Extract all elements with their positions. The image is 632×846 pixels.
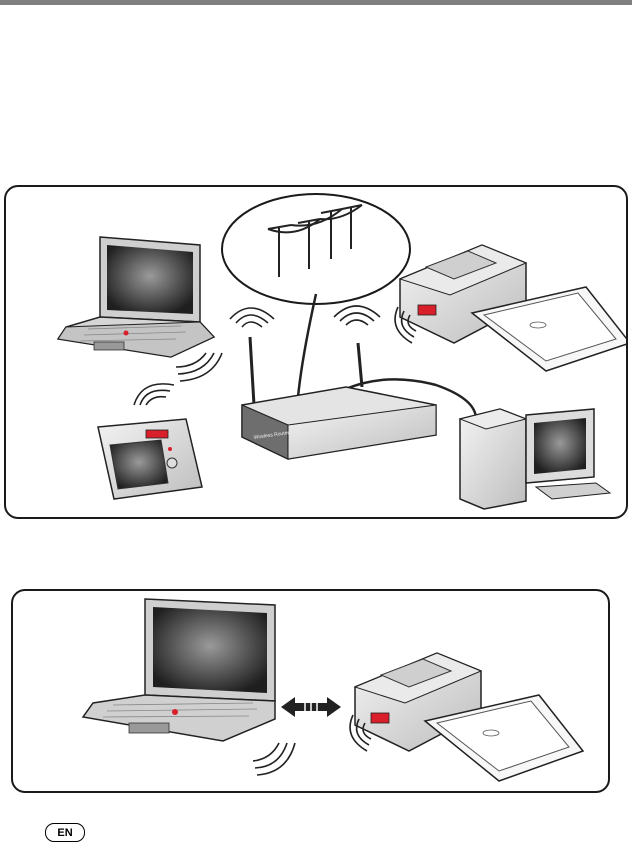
desktop-computer-icon [460, 409, 610, 509]
photo-printer-dock-icon [355, 653, 583, 781]
internet-cloud-icon [222, 194, 410, 304]
wireless-signal-icon [230, 306, 380, 327]
direct-figure-panel [11, 589, 610, 793]
wireless-signal-icon [134, 384, 174, 405]
laptop-icon [83, 599, 275, 741]
header-rule [0, 0, 632, 5]
laptop-icon [58, 237, 214, 357]
wireless-signal-icon [253, 743, 295, 775]
network-figure-panel: Wireless Router [4, 185, 628, 519]
router-icon: Wireless Router [242, 337, 436, 459]
camera-icon [98, 419, 202, 499]
photo-printer-dock-icon [400, 245, 626, 371]
double-arrow-icon [281, 697, 341, 717]
wireless-signal-icon [176, 353, 222, 381]
internet-cable [298, 294, 316, 397]
language-badge: EN [45, 823, 85, 842]
